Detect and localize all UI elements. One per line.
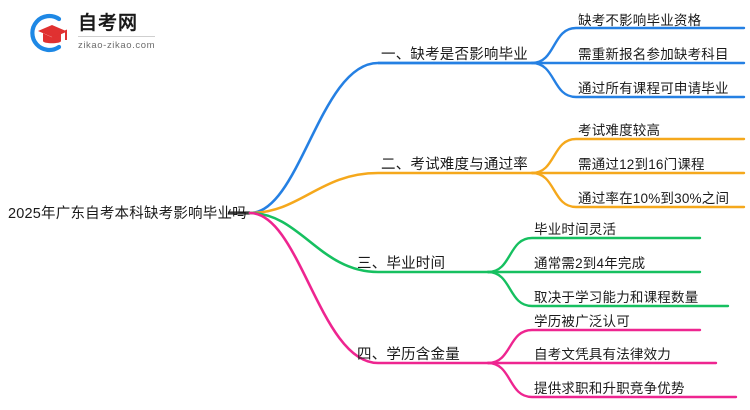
leaf-label-4-1: 学历被广泛认可 <box>534 314 630 329</box>
leaf-label-4-2: 自考文凭具有法律效力 <box>534 347 671 362</box>
branch-label-2: 二、考试难度与通过率 <box>381 157 528 173</box>
site-logo[interactable]: 自考网 zikao-zikao.com <box>26 8 206 58</box>
logo-name-cn: 自考网 <box>78 14 156 37</box>
root-node-label: 2025年广东自考本科缺考影响毕业吗 <box>8 206 247 222</box>
leaf-label-1-2: 需重新报名参加缺考科目 <box>578 47 729 62</box>
graduation-cap-icon <box>26 10 72 56</box>
leaf-label-4-3: 提供求职和升职竞争优势 <box>534 381 685 396</box>
branch-connector-2 <box>248 171 534 215</box>
leaf-label-3-3: 取决于学习能力和课程数量 <box>534 290 699 305</box>
branch-connector-1 <box>248 61 534 215</box>
leaf-label-2-1: 考试难度较高 <box>578 123 661 138</box>
branch-label-4: 四、学历含金量 <box>357 347 460 363</box>
logo-domain: zikao-zikao.com <box>78 40 156 51</box>
leaf-label-1-1: 缺考不影响毕业资格 <box>578 13 702 28</box>
branch-label-3: 三、毕业时间 <box>357 256 446 272</box>
leaf-label-3-1: 毕业时间灵活 <box>534 222 617 237</box>
logo-wordmark: 自考网 zikao-zikao.com <box>78 14 156 52</box>
leaf-label-1-3: 通过所有课程可申请毕业 <box>578 81 729 96</box>
leaf-label-3-2: 通常需2到4年完成 <box>534 256 646 271</box>
branch-connector-4 <box>248 211 490 365</box>
leaf-label-2-3: 通过率在10%到30%之间 <box>578 191 730 206</box>
branch-label-1: 一、缺考是否影响毕业 <box>381 47 528 63</box>
leaf-label-2-2: 需通过12到16门课程 <box>578 157 705 172</box>
